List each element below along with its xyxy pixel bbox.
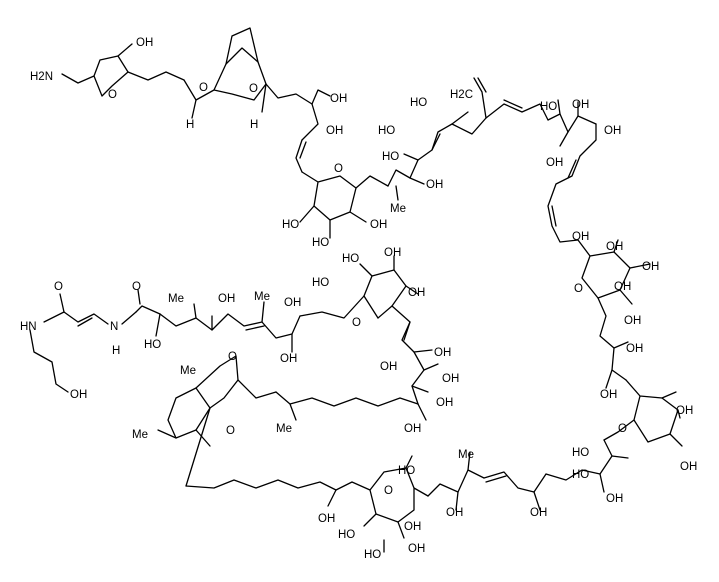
- ring-oxygen-label: O: [199, 82, 208, 94]
- hydroxyl-label: OH: [680, 461, 697, 473]
- methyl-label: Me: [390, 203, 406, 215]
- hydroxyl-label: OH: [318, 513, 335, 525]
- carbonyl-oxygen-label: O: [132, 281, 141, 293]
- hydroxyl-left-label: HO: [312, 237, 329, 249]
- ring-oxygen-label: O: [249, 83, 258, 95]
- methylene-label: H2C: [450, 89, 473, 101]
- hydroxyl-left-label: HO: [342, 253, 359, 265]
- hydroxyl-label: OH: [572, 99, 589, 111]
- amide-nh-label: HN: [20, 321, 37, 333]
- amide-hydrogen-label: H: [112, 345, 120, 357]
- hydroxyl-label: OH: [426, 179, 443, 191]
- hydroxyl-left-label: HO: [312, 277, 329, 289]
- hydroxyl-label: OH: [676, 405, 693, 417]
- hydroxyl-left-label: HO: [572, 447, 589, 459]
- hydroxyl-label: OH: [370, 219, 387, 231]
- hydroxyl-left-label: HO: [382, 151, 399, 163]
- hydroxyl-left-label: HO: [144, 339, 161, 351]
- hydroxyl-label: OH: [284, 297, 301, 309]
- hydroxyl-left-label: HO: [398, 465, 415, 477]
- amine-label: H2N: [30, 71, 53, 83]
- hydroxyl-label: OH: [546, 157, 563, 169]
- hydroxyl-label: OH: [218, 293, 235, 305]
- hydroxyl-label: OH: [442, 373, 459, 385]
- ring-oxygen-label: O: [108, 89, 117, 101]
- hydroxyl-label: OH: [380, 361, 397, 373]
- ring-oxygen-label: O: [618, 423, 627, 435]
- hydroxyl-label: OH: [606, 241, 623, 253]
- hydroxyl-label: OH: [404, 521, 421, 533]
- methyl-label: Me: [254, 291, 270, 303]
- hydroxyl-label: OH: [136, 37, 153, 49]
- hydroxyl-label: OH: [600, 389, 617, 401]
- hydroxyl-label: OH: [572, 231, 589, 243]
- ring-oxygen-label: O: [384, 485, 393, 497]
- methyl-label: Me: [276, 423, 292, 435]
- hydroxyl-label: OH: [642, 261, 659, 273]
- hydroxyl-label: OH: [434, 347, 451, 359]
- hydroxyl-label: OH: [408, 287, 425, 299]
- methyl-label: Me: [458, 449, 474, 461]
- hydroxyl-label: OH: [614, 281, 631, 293]
- hydroxyl-label: OH: [604, 125, 621, 137]
- hydroxyl-label: OH: [626, 343, 643, 355]
- ring-oxygen-label: O: [226, 425, 235, 437]
- hydroxyl-label: OH: [624, 315, 641, 327]
- hydroxyl-left-label: HO: [540, 101, 557, 113]
- hydroxyl-left-label: HO: [378, 125, 395, 137]
- hydroxyl-label: OH: [280, 353, 297, 365]
- ring-oxygen-label: O: [352, 317, 361, 329]
- atom-labels: H2N OH O O O H H OH OH O HO OH HO Me HO …: [20, 37, 697, 561]
- amide-nitrogen-label: N: [110, 321, 118, 333]
- bond-skeleton: [29, 27, 683, 553]
- hydroxyl-label: OH: [330, 93, 347, 105]
- hydroxyl-left-label: HO: [282, 219, 299, 231]
- hydrogen-label: H: [186, 119, 194, 131]
- hydroxyl-label: OH: [446, 507, 463, 519]
- hydroxyl-left-label: HO: [338, 529, 355, 541]
- ring-oxygen-label: O: [334, 163, 343, 175]
- hydroxyl-label: OH: [384, 247, 401, 259]
- hydroxyl-label: OH: [606, 493, 623, 505]
- carbonyl-oxygen-label: O: [54, 281, 63, 293]
- methyl-left-label: Me: [132, 429, 148, 441]
- methyl-label: Me: [168, 293, 184, 305]
- hydroxyl-label: OH: [326, 125, 343, 137]
- hydrogen-label: H: [250, 119, 258, 131]
- hydroxyl-left-label: HO: [410, 97, 427, 109]
- hydroxyl-label: OH: [404, 423, 421, 435]
- ring-oxygen-label: O: [228, 351, 237, 363]
- hydroxyl-label: OH: [408, 543, 425, 555]
- hydroxyl-left-label: HO: [572, 469, 589, 481]
- methyl-label: Me: [180, 365, 196, 377]
- hydroxyl-label: OH: [530, 507, 547, 519]
- hydroxyl-label: OH: [70, 389, 87, 401]
- ring-oxygen-label: O: [574, 283, 583, 295]
- hydroxyl-left-label: HO: [364, 549, 381, 561]
- hydroxyl-label: OH: [436, 397, 453, 409]
